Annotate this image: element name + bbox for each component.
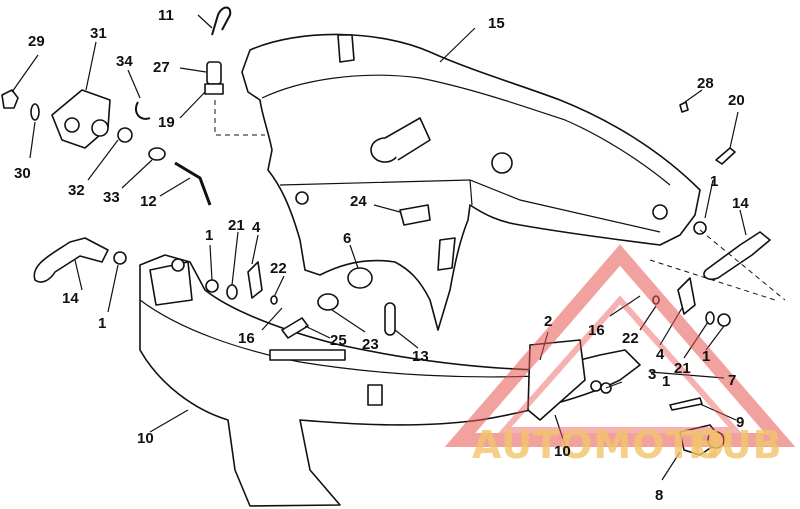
callout-15: 15 (488, 15, 505, 32)
callout-12: 12 (140, 193, 157, 210)
callout-2: 2 (544, 313, 552, 330)
callout-7: 7 (728, 372, 736, 389)
callout-31: 31 (90, 25, 107, 42)
callout-22-left: 22 (270, 260, 287, 277)
callout-10-right: 10 (554, 443, 571, 460)
callout-23: 23 (362, 336, 379, 353)
callout-1-mid: 1 (205, 227, 213, 244)
callout-1-bottom: 1 (662, 373, 670, 390)
callout-21-right: 21 (674, 360, 691, 377)
callout-34: 34 (116, 53, 133, 70)
alignment-lines (214, 100, 786, 301)
part-32-washer (117, 127, 133, 143)
part-33-bushing (148, 147, 166, 161)
watermark-triangle-inner (498, 295, 742, 433)
callout-3: 3 (648, 366, 656, 383)
part-4-plates (247, 261, 696, 315)
callout-33: 33 (103, 189, 120, 206)
callout-13: 13 (412, 348, 429, 365)
part-6-grommet (347, 267, 373, 289)
callout-16-left: 16 (238, 330, 255, 347)
callout-19: 19 (158, 114, 175, 131)
callout-20: 20 (728, 92, 745, 109)
callout-24: 24 (350, 193, 367, 210)
callout-1-left: 1 (98, 315, 106, 332)
part-12-rod (174, 161, 212, 206)
part-9-strip (669, 397, 703, 411)
part-24-bracket (399, 204, 431, 226)
watermark-text-left: AUTOMOTO (472, 423, 726, 467)
part-11-wire-link (211, 6, 232, 36)
callout-1-lower-right: 1 (702, 348, 710, 365)
part-25-stud (281, 317, 309, 339)
callout-25: 25 (330, 332, 347, 349)
callout-14-right: 14 (732, 195, 749, 212)
screw-fasteners (113, 101, 736, 327)
upper-cowl (241, 33, 701, 331)
watermark-text-right: HUB (688, 423, 783, 467)
part-27-fitting (204, 61, 224, 95)
part-29-nut (1, 89, 19, 109)
lower-cowl (139, 254, 641, 507)
callout-10-left: 10 (137, 430, 154, 447)
part-31-bracket (51, 89, 111, 149)
part-30-oring (30, 103, 40, 121)
callout-8: 8 (655, 487, 663, 504)
callout-27: 27 (153, 59, 170, 76)
callout-29: 29 (28, 33, 45, 50)
callout-30: 30 (14, 165, 31, 182)
callout-21-left: 21 (228, 217, 245, 234)
callout-6: 6 (343, 230, 351, 247)
callout-4-left: 4 (252, 219, 261, 236)
part-14-latch-left (33, 237, 109, 283)
callout-9: 9 (736, 414, 744, 431)
part-13-seal (384, 302, 396, 336)
callout-28: 28 (697, 75, 714, 92)
callout-4-right: 4 (656, 346, 665, 363)
part-34-clip (134, 101, 151, 120)
callout-1-right: 1 (710, 173, 718, 190)
callout-11: 11 (158, 7, 174, 24)
part-callouts: 11 27 19 31 29 34 30 32 33 12 15 14 1 1 … (14, 7, 749, 504)
watermark: AUTOMOTO HUB (444, 244, 796, 467)
watermark-triangle (444, 244, 796, 447)
callout-32: 32 (68, 182, 85, 199)
washers (226, 284, 715, 325)
callout-14-left: 14 (62, 290, 79, 307)
callout-22-right: 22 (622, 330, 639, 347)
part-23-pad (317, 293, 339, 311)
callout-16-right: 16 (588, 322, 605, 339)
part-14-latch-right (703, 231, 771, 281)
